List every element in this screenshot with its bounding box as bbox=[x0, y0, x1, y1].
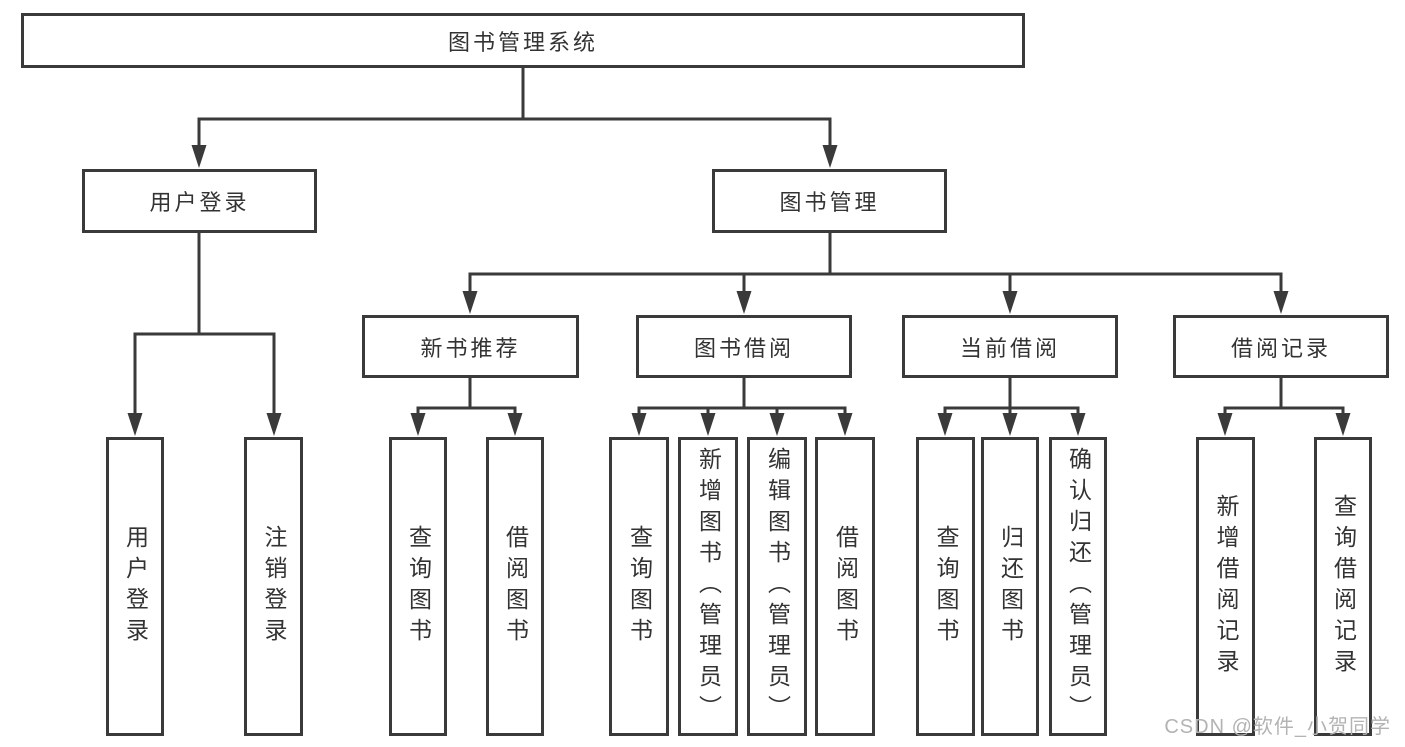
node-leaf-query-borrow-record: 查询借阅记录 bbox=[1314, 437, 1372, 736]
node-leaf-query-books-borrow: 查询图书 bbox=[609, 437, 669, 736]
arrow-down-icon bbox=[1070, 413, 1086, 436]
node-label: 新增图书（管理员） bbox=[695, 447, 722, 726]
node-label: 查询图书 bbox=[626, 524, 653, 649]
node-label: 确认归还（管理员） bbox=[1065, 447, 1092, 726]
arrow-down-icon bbox=[191, 145, 207, 168]
edge-user-login-branch bbox=[133, 332, 276, 415]
node-leaf-user-login: 用户登录 bbox=[106, 437, 164, 736]
node-leaf-add-borrow-record: 新增借阅记录 bbox=[1196, 437, 1255, 736]
node-book-management: 图书管理 bbox=[712, 169, 947, 233]
watermark: CSDN @软件_小贺同学 bbox=[1164, 716, 1391, 738]
node-user-login: 用户登录 bbox=[82, 169, 317, 233]
edge-records-branch bbox=[1223, 406, 1345, 416]
node-label: 借阅图书 bbox=[502, 524, 529, 649]
node-leaf-query-books-current: 查询图书 bbox=[916, 437, 975, 736]
arrow-down-icon bbox=[127, 413, 143, 436]
node-leaf-confirm-return-admin: 确认归还（管理员） bbox=[1049, 437, 1107, 736]
node-leaf-return-books: 归还图书 bbox=[981, 437, 1039, 736]
arrow-down-icon bbox=[410, 413, 426, 436]
arrow-down-icon bbox=[700, 413, 716, 436]
node-label: 查询图书 bbox=[933, 524, 959, 649]
node-label: 当前借阅 bbox=[959, 335, 1060, 361]
arrow-down-icon bbox=[462, 291, 478, 314]
arrow-down-icon bbox=[822, 145, 838, 168]
node-label: 查询图书 bbox=[405, 524, 432, 649]
node-leaf-edit-book-admin: 编辑图书（管理员） bbox=[747, 437, 807, 736]
node-book-borrowing: 图书借阅 bbox=[636, 315, 852, 378]
edge-recommend-branch bbox=[416, 406, 517, 416]
node-label: 图书借阅 bbox=[693, 335, 794, 361]
node-label: 新增借阅记录 bbox=[1213, 493, 1239, 680]
arrow-down-icon bbox=[1335, 413, 1351, 436]
node-label: 用户登录 bbox=[122, 524, 149, 649]
node-label: 借阅记录 bbox=[1230, 335, 1331, 361]
node-label: 编辑图书（管理员） bbox=[764, 447, 791, 726]
node-label: 查询借阅记录 bbox=[1330, 493, 1357, 680]
node-label: 借阅图书 bbox=[832, 524, 859, 649]
arrow-down-icon bbox=[1002, 291, 1018, 314]
node-leaf-borrow-books-recommend: 借阅图书 bbox=[486, 437, 544, 736]
edge-borrowing-branch bbox=[637, 406, 847, 416]
arrow-down-icon bbox=[266, 413, 282, 436]
arrow-down-icon bbox=[1217, 413, 1233, 436]
node-label: 归还图书 bbox=[997, 524, 1024, 649]
arrow-down-icon bbox=[1273, 291, 1289, 314]
edge-root-branch bbox=[197, 117, 832, 146]
node-leaf-add-book-admin: 新增图书（管理员） bbox=[678, 437, 738, 736]
edge-book-mgmt-branch bbox=[468, 272, 1283, 293]
arrowheads bbox=[127, 145, 1351, 436]
node-library-management-system: 图书管理系统 bbox=[21, 13, 1025, 68]
arrow-down-icon bbox=[507, 413, 523, 436]
node-leaf-logout: 注销登录 bbox=[244, 437, 303, 736]
node-label: 图书管理 bbox=[779, 190, 880, 215]
arrow-down-icon bbox=[736, 291, 752, 314]
arrow-down-icon bbox=[769, 413, 785, 436]
node-leaf-query-books-recommend: 查询图书 bbox=[389, 437, 447, 736]
node-label: 用户登录 bbox=[149, 190, 250, 215]
arrow-down-icon bbox=[631, 413, 647, 436]
node-current-borrowing: 当前借阅 bbox=[902, 315, 1118, 378]
node-label: 注销登录 bbox=[261, 524, 287, 649]
node-leaf-borrow-books: 借阅图书 bbox=[815, 437, 875, 736]
node-borrowing-records: 借阅记录 bbox=[1173, 315, 1389, 378]
node-new-book-recommendation: 新书推荐 bbox=[362, 315, 579, 378]
arrow-down-icon bbox=[937, 413, 953, 436]
arrow-down-icon bbox=[1002, 413, 1018, 436]
edge-lines bbox=[133, 68, 1345, 416]
arrow-down-icon bbox=[837, 413, 853, 436]
node-label: 图书管理系统 bbox=[447, 29, 598, 55]
node-label: 新书推荐 bbox=[420, 335, 521, 361]
